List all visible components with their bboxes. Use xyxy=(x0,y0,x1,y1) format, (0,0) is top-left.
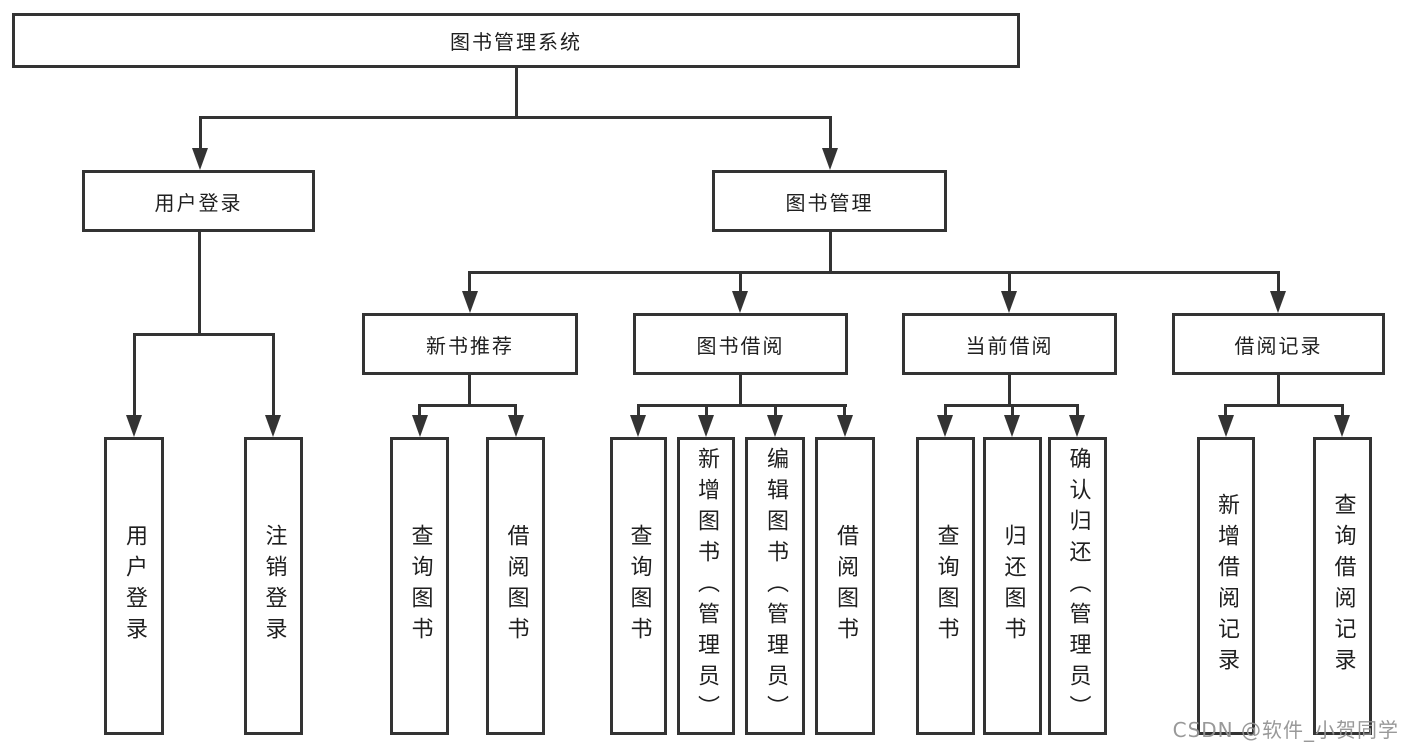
connector-line xyxy=(468,375,471,407)
node-new-book-recommend-label: 新书推荐 xyxy=(426,333,514,358)
connector-line xyxy=(1277,271,1280,295)
node-user-login-label: 用户登录 xyxy=(154,190,243,215)
node-book-borrow: 图书借阅 xyxy=(633,313,848,375)
connector-line xyxy=(418,404,517,407)
leaf-label: 借阅图书 xyxy=(503,524,529,648)
arrowhead xyxy=(126,415,142,437)
connector-line xyxy=(637,404,640,418)
connector-line xyxy=(637,404,847,407)
leaf-label: 归还图书 xyxy=(1000,524,1026,648)
leaf-label: 注销登录 xyxy=(261,524,287,648)
leaf-return-books: 归还图书 xyxy=(983,437,1042,735)
arrowhead xyxy=(508,415,524,437)
arrowhead xyxy=(767,415,783,437)
leaf-label: 新增借阅记录 xyxy=(1214,493,1239,679)
arrowhead xyxy=(630,415,646,437)
arrowhead xyxy=(412,415,428,437)
connector-line xyxy=(418,404,421,418)
arrowhead xyxy=(1334,415,1350,437)
arrowhead xyxy=(837,415,853,437)
node-current-borrow: 当前借阅 xyxy=(902,313,1117,375)
leaf-add-books-admin: 新增图书（管理员） xyxy=(677,437,735,735)
connector-line xyxy=(774,404,777,418)
leaf-query-books: 查询图书 xyxy=(610,437,667,735)
connector-line xyxy=(705,404,708,418)
connector-line xyxy=(514,404,517,418)
node-book-management-label: 图书管理 xyxy=(785,190,874,215)
connector-line xyxy=(944,404,947,418)
arrowhead xyxy=(1270,291,1286,313)
leaf-label: 查询图书 xyxy=(933,524,959,648)
node-book-management: 图书管理 xyxy=(712,170,947,232)
connector-line xyxy=(198,232,201,336)
connector-line xyxy=(468,271,1280,274)
node-book-borrow-label: 图书借阅 xyxy=(696,333,785,358)
connector-line xyxy=(199,116,202,150)
arrowhead xyxy=(937,415,953,437)
watermark: CSDN @软件_小贺同学 xyxy=(1172,718,1399,742)
leaf-query-books: 查询图书 xyxy=(390,437,449,735)
connector-line xyxy=(1224,404,1344,407)
leaf-logout: 注销登录 xyxy=(244,437,303,735)
arrowhead xyxy=(822,148,838,170)
connector-line xyxy=(1011,404,1014,418)
arrowhead xyxy=(1069,415,1085,437)
connector-line xyxy=(133,333,136,419)
connector-line xyxy=(1277,375,1280,407)
leaf-query-borrow-record: 查询借阅记录 xyxy=(1313,437,1372,735)
leaf-label: 查询图书 xyxy=(626,524,652,648)
leaf-edit-books-admin: 编辑图书（管理员） xyxy=(745,437,805,735)
node-root: 图书管理系统 xyxy=(12,13,1020,68)
connector-line xyxy=(272,333,275,419)
leaf-label: 用户登录 xyxy=(122,524,147,648)
leaf-borrow-books: 借阅图书 xyxy=(486,437,545,735)
leaf-add-borrow-record: 新增借阅记录 xyxy=(1197,437,1255,735)
connector-line xyxy=(1008,271,1011,295)
leaf-confirm-return-admin: 确认归还（管理员） xyxy=(1048,437,1107,735)
arrowhead xyxy=(1218,415,1234,437)
leaf-label: 查询图书 xyxy=(407,524,433,648)
arrowhead xyxy=(265,415,281,437)
connector-line xyxy=(515,68,518,119)
connector-line xyxy=(739,271,742,295)
arrowhead xyxy=(462,291,478,313)
arrowhead xyxy=(732,291,748,313)
leaf-label: 编辑图书（管理员） xyxy=(763,446,788,726)
connector-line xyxy=(829,232,832,274)
node-borrow-records-label: 借阅记录 xyxy=(1234,333,1323,358)
leaf-label: 查询借阅记录 xyxy=(1330,493,1356,679)
connector-line xyxy=(1341,404,1344,418)
leaf-query-books: 查询图书 xyxy=(916,437,975,735)
arrowhead xyxy=(192,148,208,170)
connector-line xyxy=(829,116,832,150)
node-borrow-records: 借阅记录 xyxy=(1172,313,1385,375)
connector-line xyxy=(133,333,275,336)
leaf-label: 借阅图书 xyxy=(833,524,858,648)
node-user-login: 用户登录 xyxy=(82,170,315,232)
connector-line xyxy=(468,271,471,295)
node-new-book-recommend: 新书推荐 xyxy=(362,313,578,375)
arrowhead xyxy=(1004,415,1020,437)
arrowhead xyxy=(1001,291,1017,313)
node-root-label: 图书管理系统 xyxy=(450,30,582,54)
connector-line xyxy=(1008,375,1011,407)
leaf-user-login: 用户登录 xyxy=(104,437,164,735)
connector-line xyxy=(843,404,846,418)
leaf-borrow-books: 借阅图书 xyxy=(815,437,875,735)
leaf-label: 新增图书（管理员） xyxy=(694,446,719,726)
leaf-label: 确认归还（管理员） xyxy=(1065,446,1091,726)
connector-line xyxy=(199,116,832,119)
connector-line xyxy=(1076,404,1079,418)
node-current-borrow-label: 当前借阅 xyxy=(965,333,1054,358)
connector-line xyxy=(739,375,742,407)
connector-line xyxy=(1224,404,1227,418)
arrowhead xyxy=(698,415,714,437)
